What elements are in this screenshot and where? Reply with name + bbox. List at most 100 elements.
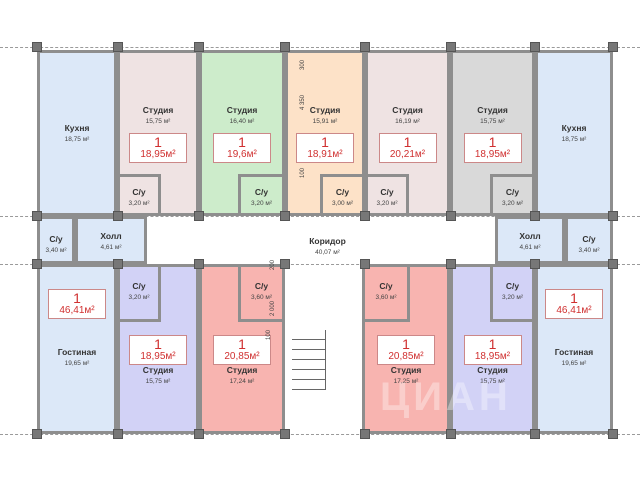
badge-room-count: 1	[154, 336, 162, 352]
structural-column	[360, 42, 370, 52]
room-label: С/у 3,20 м²	[120, 187, 158, 207]
structural-column	[113, 429, 123, 439]
room-name: Гостиная	[554, 347, 594, 357]
room-area: 15,91 м²	[312, 118, 338, 125]
room-area: 15,75 м²	[480, 118, 505, 125]
badge-room-count: 1	[238, 134, 246, 150]
room-label: Кухня 18,75 м²	[538, 123, 610, 143]
room-label: С/у 3,60 м²	[241, 281, 282, 301]
badge-total-area: 18,95м²	[140, 149, 176, 160]
badge-total-area: 20,21м²	[389, 149, 426, 160]
dimension-label: 300	[300, 59, 306, 70]
room-area: 19,65 м²	[561, 360, 587, 367]
room-label: Коридор 40,07 м²	[290, 236, 365, 256]
structural-column	[32, 259, 42, 269]
structural-column	[113, 42, 123, 52]
room-area: 4,61 м²	[100, 244, 122, 251]
room-area: 3,20 м²	[128, 294, 150, 301]
room-area: 3,20 м²	[501, 294, 524, 301]
room-area: 3,20 м²	[128, 200, 150, 207]
room-area: 40,07 м²	[315, 249, 340, 256]
room: Коридор 40,07 м²	[290, 218, 365, 264]
room-name: Холл	[519, 231, 541, 241]
bathroom: С/у 3,20 м²	[117, 264, 161, 322]
room-name: С/у	[505, 187, 520, 197]
badge-total-area: 20,85м²	[224, 351, 260, 362]
badge-room-count: 1	[402, 336, 410, 352]
structural-column	[530, 259, 540, 269]
structural-column	[32, 211, 42, 221]
bathroom: С/у 3,20 м²	[490, 174, 535, 216]
structural-column	[446, 259, 456, 269]
room-area: 3,20 м²	[376, 200, 398, 207]
structural-column	[608, 42, 618, 52]
room-name: Студия	[477, 365, 508, 375]
structural-column	[446, 42, 456, 52]
room-label: Студия 15,75 м²	[120, 365, 196, 385]
room-area: 3,00 м²	[331, 200, 354, 207]
room-area: 15,75 м²	[145, 378, 171, 385]
room-name: Студия	[226, 365, 258, 375]
badge-total-area: 46,41м²	[59, 305, 95, 316]
structural-column	[280, 429, 290, 439]
badge-total-area: 18,95м²	[474, 351, 511, 362]
room-name: С/у	[132, 187, 146, 197]
room-name: Студия	[142, 365, 174, 375]
room-area: 17,24 м²	[229, 378, 255, 385]
badge-total-area: 19,6м²	[227, 149, 257, 160]
room-area: 18,75 м²	[561, 136, 587, 143]
badge-room-count: 1	[154, 134, 162, 150]
room-area: 3,40 м²	[45, 247, 67, 254]
room-name: С/у	[254, 187, 269, 197]
room-label: Студия 15,75 м²	[453, 105, 532, 125]
structural-column	[280, 259, 290, 269]
room-area: 3,20 м²	[501, 200, 524, 207]
room-name: С/у	[254, 281, 269, 291]
room-name: Студия	[390, 365, 422, 375]
structural-column	[32, 42, 42, 52]
room-name: С/у	[132, 281, 146, 291]
room-name: Студия	[477, 105, 508, 115]
badge-room-count: 1	[488, 336, 497, 352]
bathroom: С/у 3,20 м²	[117, 174, 161, 216]
structural-column	[194, 42, 204, 52]
structural-column	[530, 211, 540, 221]
room-area: 15,75 м²	[145, 118, 171, 125]
room-name: Гостиная	[57, 347, 97, 357]
room-name: Кухня	[561, 123, 587, 133]
axis-line	[0, 264, 640, 265]
structural-column	[360, 211, 370, 221]
room-label: С/у 3,20 м²	[493, 187, 532, 207]
room-label: С/у 3,00 м²	[323, 187, 362, 207]
structural-column	[280, 211, 290, 221]
structural-column	[446, 211, 456, 221]
room-label: Студия 15,75 м²	[453, 365, 532, 385]
structural-column	[194, 211, 204, 221]
structural-column	[32, 429, 42, 439]
room-area: 15,75 м²	[480, 378, 505, 385]
room-name: Коридор	[309, 236, 346, 246]
bathroom: С/у 3,60 м²	[238, 264, 285, 322]
room-area: 16,19 м²	[395, 118, 420, 125]
dimension-label: 200	[270, 259, 276, 270]
room-area: 3,60 м²	[250, 294, 273, 301]
room-name: С/у	[335, 187, 350, 197]
badge-room-count: 1	[73, 290, 81, 306]
